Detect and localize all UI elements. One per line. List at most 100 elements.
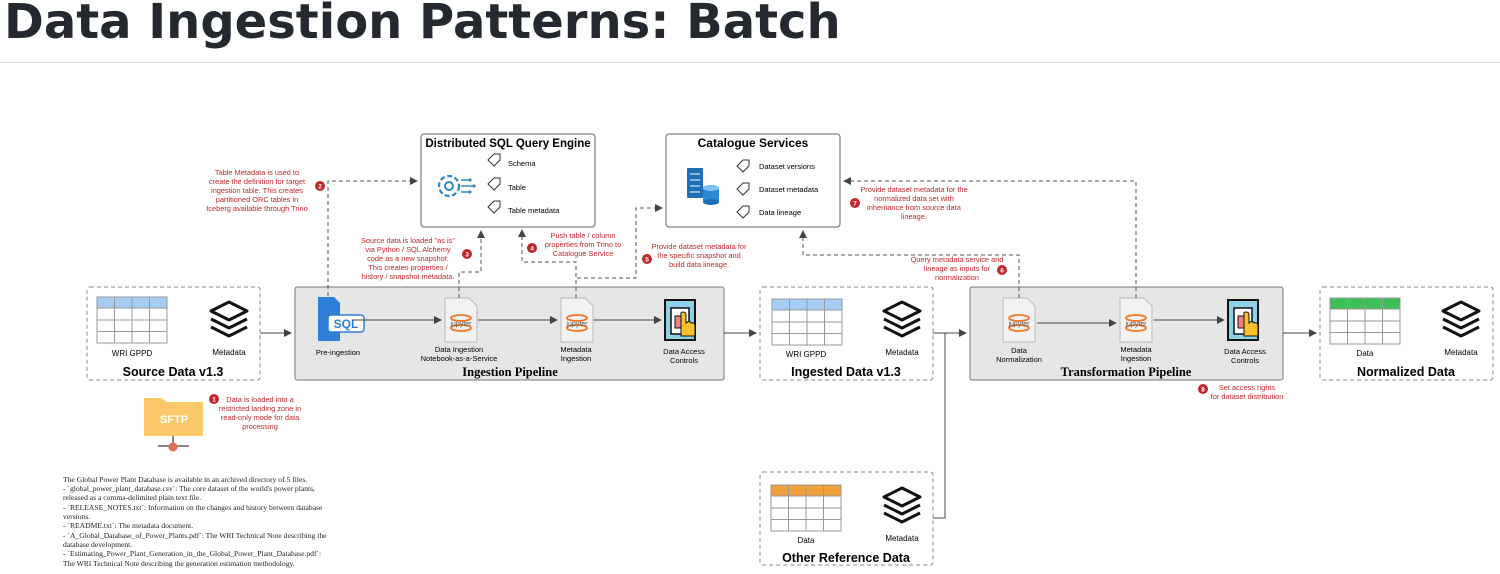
transform-step-2-label2: Ingestion <box>1121 354 1151 363</box>
transformation-pipeline-box[interactable]: Transformation Pipeline jupyter Data Nor… <box>969 286 1284 381</box>
source-data-box[interactable]: WRI GPPD Metadata Source Data v1.3 <box>86 286 261 381</box>
svg-text:restricted landing zone in: restricted landing zone in <box>219 404 301 413</box>
svg-text:for dataset distribution: for dataset distribution <box>1211 392 1284 401</box>
svg-text:lineage.: lineage. <box>901 212 927 221</box>
ingested-table-icon <box>771 298 843 346</box>
other-layers-icon <box>882 486 922 524</box>
tag-icon <box>736 182 750 196</box>
dataset-description: The Global Power Plant Database is avail… <box>63 475 327 568</box>
ingestion-step-4-label2: Controls <box>670 356 698 365</box>
svg-text:properties from Trino to: properties from Trino to <box>545 240 621 249</box>
ingested-data-title: Ingested Data v1.3 <box>791 365 901 379</box>
other-table-icon <box>770 484 842 532</box>
normalized-table-icon <box>1329 297 1401 345</box>
normalized-meta-label: Metadata <box>1444 348 1478 357</box>
svg-text:build data lineage.: build data lineage. <box>669 260 729 269</box>
svg-text:jupyter: jupyter <box>1007 321 1030 328</box>
other-table-label: Data <box>798 536 815 545</box>
ingestion-step-3-label2: Ingestion <box>561 354 591 363</box>
svg-text:normalization: normalization <box>935 273 979 282</box>
sql-engine-icon <box>437 174 476 198</box>
svg-text:jupyter: jupyter <box>1124 321 1147 328</box>
catalogue-services-box[interactable]: Catalogue Services Dataset versions Data… <box>665 133 841 228</box>
ingested-meta-label: Metadata <box>885 348 919 357</box>
sql-engine-box[interactable]: Distributed SQL Query Engine Schema Tabl… <box>420 133 596 228</box>
ingestion-step-1-label: Pre-ingestion <box>316 348 360 357</box>
ingestion-pipeline-box[interactable]: Ingestion Pipeline SQL Pre-ingestion jup… <box>294 286 725 381</box>
svg-text:Provide dataset metadata for: Provide dataset metadata for <box>652 242 747 251</box>
tag-icon <box>487 153 501 167</box>
svg-text:normalized data set with: normalized data set with <box>874 194 954 203</box>
sql-engine-item: Schema <box>508 159 536 168</box>
svg-text:- `A_Global_Database_of_Power_: - `A_Global_Database_of_Power_Plants.pdf… <box>63 531 327 540</box>
transform-step-3-label2: Controls <box>1231 356 1259 365</box>
svg-text:ingestion table. This creates: ingestion table. This creates <box>211 186 303 195</box>
svg-text:- `global_power_plant_database: - `global_power_plant_database.csv`: The… <box>63 484 315 493</box>
svg-text:lineage as inputs for: lineage as inputs for <box>924 264 991 273</box>
transformation-pipeline-title: Transformation Pipeline <box>1061 365 1192 379</box>
svg-text:3: 3 <box>465 252 469 259</box>
source-table-icon <box>96 296 168 344</box>
jupyter-icon: jupyter <box>560 297 594 343</box>
svg-text:The Global Power Plant Databas: The Global Power Plant Database is avail… <box>63 475 307 484</box>
catalogue-title: Catalogue Services <box>698 136 809 150</box>
sql-engine-item: Table <box>508 183 526 192</box>
transform-step-2-label1: Metadata <box>1120 345 1152 354</box>
svg-text:Push table / column: Push table / column <box>551 231 616 240</box>
svg-text:Catalogue Service: Catalogue Service <box>553 249 613 258</box>
sql-engine-item: Table metadata <box>508 206 560 215</box>
svg-text:1: 1 <box>212 397 216 404</box>
annotation-4: 4 Push table / column properties from Tr… <box>527 231 621 258</box>
normalized-data-box[interactable]: Data Metadata Normalized Data <box>1319 286 1494 381</box>
svg-text:7: 7 <box>853 201 857 208</box>
normalized-data-title: Normalized Data <box>1357 365 1456 379</box>
svg-text:jupyter: jupyter <box>565 321 588 328</box>
svg-text:code as a new snapshot.: code as a new snapshot. <box>367 254 449 263</box>
ingested-layers-icon <box>882 300 922 338</box>
svg-text:- `Estimating_Power_Plant_Gene: - `Estimating_Power_Plant_Generation_in_… <box>63 549 321 558</box>
svg-text:partitioned ORC tables in: partitioned ORC tables in <box>216 195 299 204</box>
svg-text:create the definition for targ: create the definition for target <box>209 177 305 186</box>
svg-text:SQL: SQL <box>334 317 359 331</box>
svg-text:jupyter: jupyter <box>449 321 472 328</box>
svg-text:Table Metadata is used to: Table Metadata is used to <box>215 168 299 177</box>
sftp-folder-icon: SFTP <box>144 398 203 452</box>
svg-text:2: 2 <box>318 184 322 191</box>
annotation-1: 1 Data is loaded into a restricted landi… <box>209 394 301 431</box>
ingestion-step-3-label1: Metadata <box>560 345 592 354</box>
svg-text:Provide dataset metadata for t: Provide dataset metadata for the <box>860 185 967 194</box>
svg-text:Source data is loaded "as is": Source data is loaded "as is" <box>361 236 455 245</box>
source-data-title: Source Data v1.3 <box>123 365 224 379</box>
svg-text:Set access rights: Set access rights <box>1219 383 1276 392</box>
annotation-3: 3 Source data is loaded "as is" via Pyth… <box>361 236 472 281</box>
svg-text:4: 4 <box>530 246 534 253</box>
jupyter-icon: jupyter <box>1119 297 1153 343</box>
svg-text:processing: processing <box>242 422 278 431</box>
transform-step-3-label1: Data Access <box>1224 347 1266 356</box>
transform-step-1-label1: Data <box>1011 346 1028 355</box>
ingestion-step-2-label2: Notebook-as-a-Service <box>421 354 498 363</box>
tag-icon <box>487 177 501 191</box>
svg-text:inheritance from source data: inheritance from source data <box>867 203 962 212</box>
database-icon <box>687 168 719 205</box>
svg-text:The WRI Technical Note describ: The WRI Technical Note describing the ge… <box>63 559 295 568</box>
ingested-data-box[interactable]: WRI GPPD Metadata Ingested Data v1.3 <box>759 286 934 381</box>
source-table-label: WRI GPPD <box>112 349 153 358</box>
svg-text:Data is loaded into a: Data is loaded into a <box>226 395 294 404</box>
transform-step-1-label2: Normalization <box>996 355 1042 364</box>
catalogue-item: Data lineage <box>759 208 801 217</box>
source-meta-label: Metadata <box>212 348 246 357</box>
normalized-layers-icon <box>1441 300 1481 338</box>
other-reference-data-box[interactable]: Data Metadata Other Reference Data <box>759 471 934 566</box>
title-divider <box>0 62 1500 63</box>
annotation-2: 2 Table Metadata is used to create the d… <box>206 168 325 213</box>
svg-text:released as a comma-delimited: released as a comma-delimited plain text… <box>63 493 201 502</box>
svg-text:Iceberg available through Trin: Iceberg available through Trino <box>206 204 307 213</box>
svg-text:- `README.txt`: The metadata d: - `README.txt`: The metadata document. <box>63 521 193 530</box>
svg-text:database development.: database development. <box>63 540 132 549</box>
svg-text:5: 5 <box>645 257 649 264</box>
sql-engine-title: Distributed SQL Query Engine <box>425 138 590 150</box>
page-title: Data Ingestion Patterns: Batch <box>4 0 841 50</box>
annotation-7: 7 Provide dataset metadata for the norma… <box>850 185 968 221</box>
